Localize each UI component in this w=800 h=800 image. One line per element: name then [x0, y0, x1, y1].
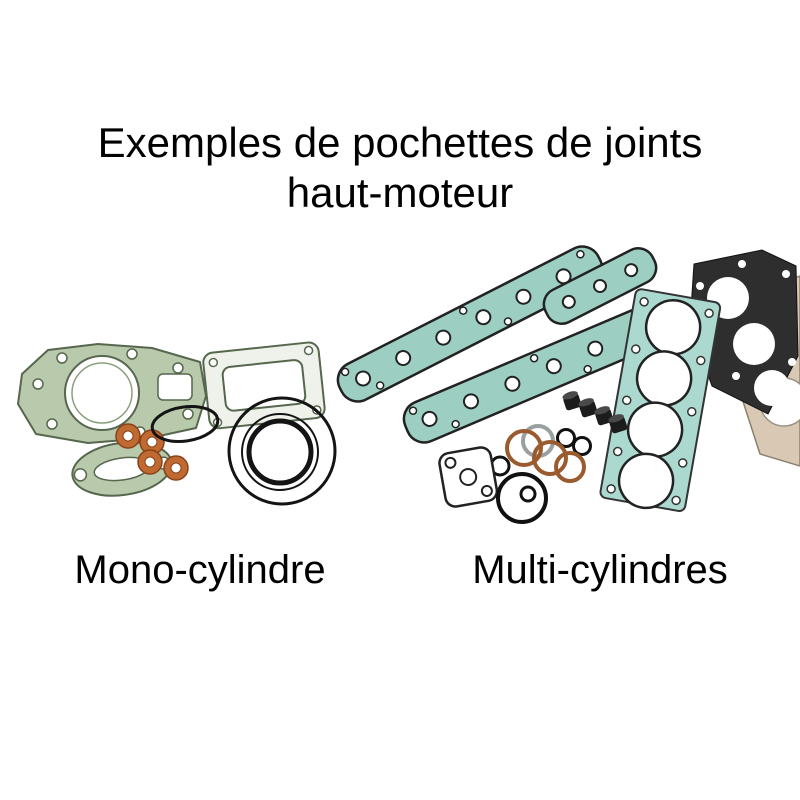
copper-washers: [115, 423, 189, 481]
mono-cover-gasket: [202, 341, 326, 430]
title-line-1: Exemples de pochettes de joints: [97, 119, 703, 166]
multi-cylinder-gasket-set: [336, 245, 800, 524]
o-ring-medium-outer: [241, 413, 319, 491]
oil-seal: [496, 472, 548, 524]
copper-ring: [505, 429, 543, 467]
caption-multi-cylindres: Multi-cylindres: [472, 548, 728, 592]
mono-head-gasket: [17, 343, 207, 444]
valve-stem-seals: [562, 391, 628, 434]
title-line-2: haut-moteur: [286, 169, 514, 216]
copper-washer: [115, 423, 141, 449]
o-ring-tiny: [556, 428, 576, 448]
copper-washer: [137, 449, 163, 475]
captions-row: Mono-cylindre Multi-cylindres: [0, 548, 800, 593]
copper-ring: [554, 451, 586, 483]
caption-mono-cylindre: Mono-cylindre: [74, 548, 326, 592]
page-title: Exemples de pochettes de joints haut-mot…: [0, 0, 800, 218]
valve-cover-gasket-1: [336, 245, 604, 403]
valve-cover-gasket-2: [402, 296, 687, 444]
mono-cylinder-gasket-set: [17, 341, 337, 506]
copper-washer: [163, 455, 189, 481]
copper-ring: [532, 440, 568, 476]
o-ring-small-oval: [150, 405, 220, 443]
o-ring-medium-inner: [246, 418, 314, 486]
o-ring-tiny: [572, 436, 592, 456]
valve-stem-seal: [608, 414, 628, 434]
small-paper-gasket: [438, 446, 499, 508]
head-gasket-4cyl: [599, 288, 722, 513]
valve-stem-seal: [578, 398, 598, 418]
o-ring-large: [227, 396, 337, 506]
gasket-scene: [17, 245, 800, 524]
valve-cover-gasket-3: [542, 246, 658, 326]
valve-stem-seal: [562, 391, 582, 411]
